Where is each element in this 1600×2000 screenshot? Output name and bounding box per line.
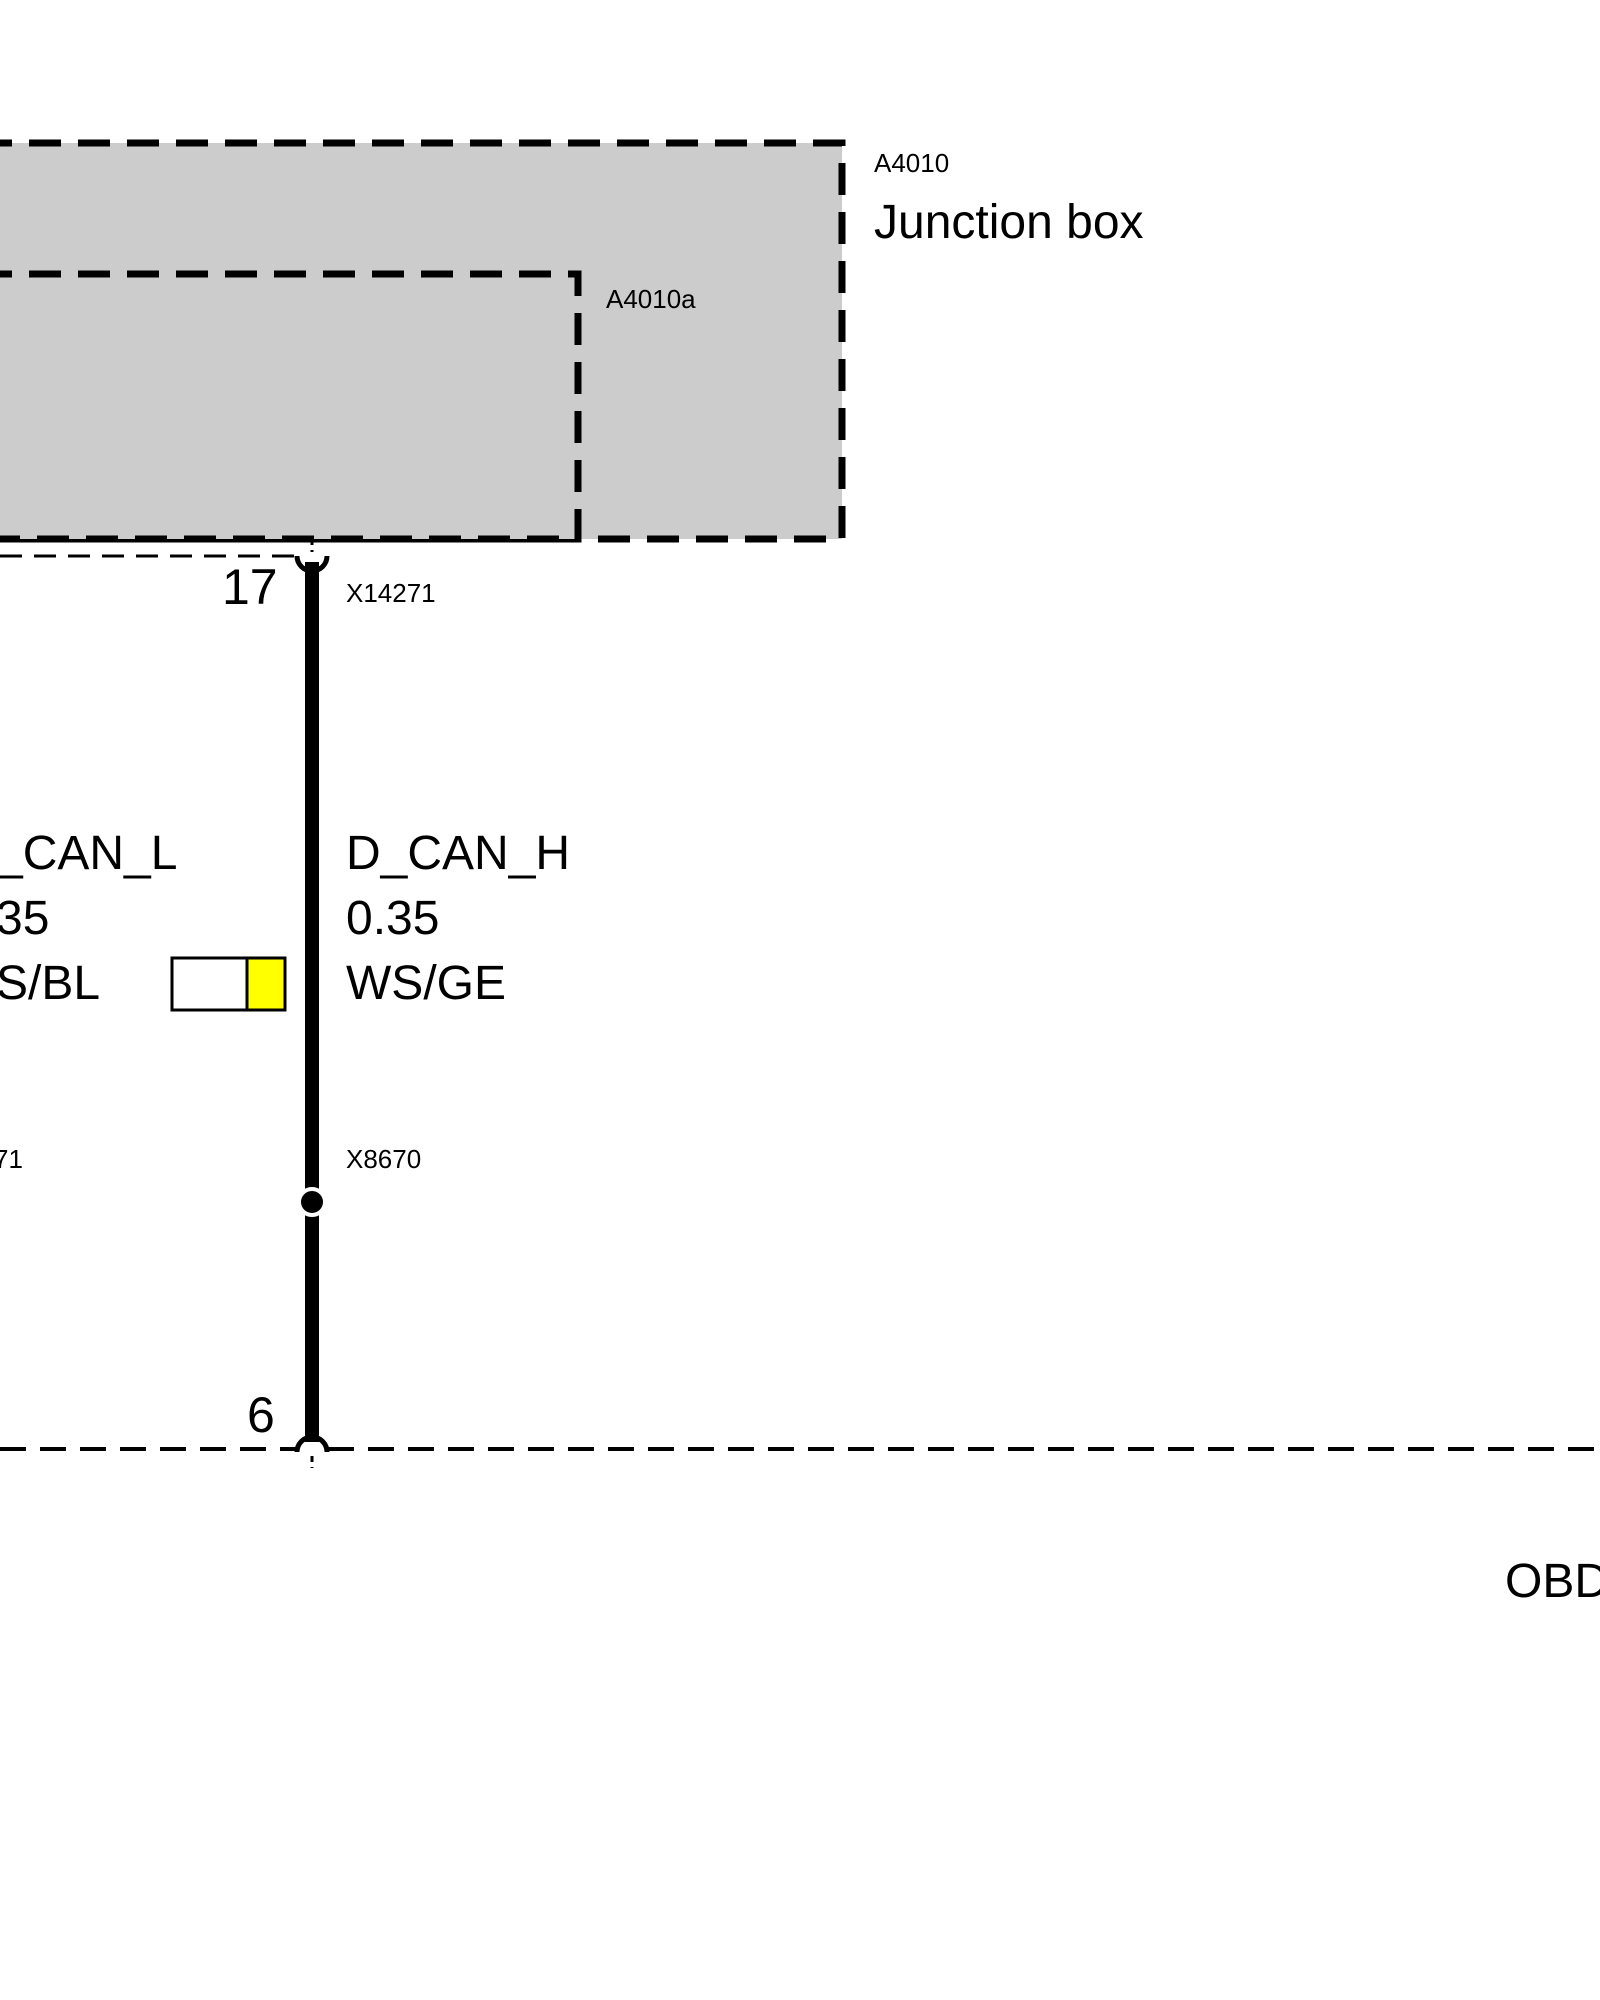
- right-wire-color: WS/GE: [346, 957, 506, 1010]
- wire-color-swatch-white: [170, 956, 249, 1012]
- outer-component-id: A4010: [874, 148, 949, 178]
- pin-17-terminal: [294, 555, 330, 574]
- junction-box-inner: [0, 270, 582, 543]
- inner-component-id: A4010a: [606, 284, 696, 314]
- bottom-pin-number: 6: [247, 1387, 275, 1443]
- mid-connector-id: X8670: [346, 1144, 421, 1174]
- left-wire-signal: _CAN_L: [0, 827, 177, 880]
- right-wire-cross-section: 0.35: [346, 892, 439, 945]
- top-connector-id: X14271: [346, 578, 436, 608]
- pin-6-terminal: [294, 1434, 330, 1453]
- left-connector-id-partial: 71: [0, 1144, 23, 1174]
- left-wire-cross-section: 35: [0, 892, 49, 945]
- right-wire-signal: D_CAN_H: [346, 827, 570, 880]
- outer-component-name: Junction box: [874, 196, 1144, 249]
- top-pin-number: 17: [222, 559, 278, 615]
- left-wire-color: S/BL: [0, 957, 100, 1010]
- obd-component-name: OBD: [1505, 1555, 1600, 1608]
- connector-x8670-dot: [297, 1187, 327, 1217]
- wire-color-swatch-yellow: [245, 956, 287, 1012]
